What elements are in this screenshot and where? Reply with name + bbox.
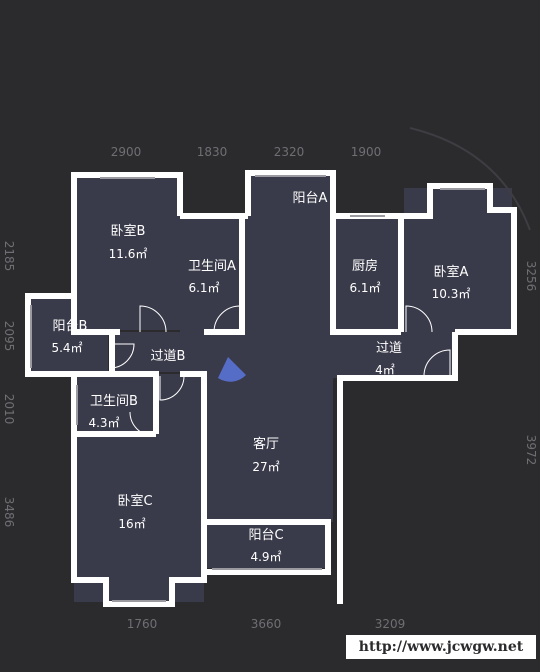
label-balcony-c: 阳台C [248, 528, 283, 543]
area-balcony-c: 4.9㎡ [250, 550, 281, 564]
floor-corridor [333, 332, 453, 378]
label-bath-b: 卫生间B [90, 394, 138, 409]
dim-top-3: 2320 [274, 145, 305, 159]
doors [109, 262, 451, 437]
door-corridor [423, 349, 451, 377]
area-bath-a: 6.1㎡ [188, 281, 219, 295]
dimensions-right: 3256 3972 [524, 261, 538, 466]
wall-kitchen-left [330, 216, 401, 335]
wall-bath-a [180, 213, 245, 335]
dim-bottom-3: 3209 [375, 617, 406, 631]
dim-bottom-2: 3660 [251, 617, 282, 631]
label-bedroom-b: 卧室B [111, 223, 146, 239]
dim-top-2: 1830 [197, 145, 228, 159]
floor-bedroom-c [74, 434, 204, 602]
label-bedroom-a: 卧室A [434, 264, 469, 280]
dim-top-4: 1900 [351, 145, 382, 159]
label-bath-a: 卫生间A [188, 259, 236, 274]
dim-right-1: 3256 [524, 261, 538, 292]
area-bedroom-c: 16㎡ [118, 517, 145, 531]
door-balcony-b [109, 343, 135, 369]
wall-balcony-a [245, 170, 336, 216]
floor-balcony-a [248, 176, 333, 216]
label-corridor: 过道 [376, 341, 402, 356]
dim-top-1: 2900 [111, 145, 142, 159]
door-bedroom-b [139, 305, 167, 333]
label-bedroom-c: 卧室C [117, 493, 152, 509]
door-bedroom-a [405, 305, 433, 333]
floor-bath-b [74, 374, 156, 434]
wall-living-left [180, 371, 207, 522]
wall-balcony-b [25, 293, 74, 377]
door-bath-b [129, 411, 155, 437]
dim-left-1: 2185 [2, 241, 16, 272]
floor-kitchen [333, 216, 401, 332]
area-living: 27㎡ [252, 460, 279, 474]
windows [30, 175, 485, 602]
label-balcony-a: 阳台A [293, 191, 328, 206]
floor-bedroom-c-ext [156, 374, 204, 434]
area-bedroom-b: 11.6㎡ [109, 247, 148, 261]
area-bedroom-a: 10.3㎡ [432, 287, 471, 301]
dim-left-4: 3486 [2, 497, 16, 528]
wall-bedroom-a [398, 183, 517, 335]
label-living: 客厅 [253, 436, 279, 452]
dim-right-2: 3972 [524, 435, 538, 466]
floor-corridor-b [112, 332, 208, 372]
watermark-url: http://www.jcwgw.net [346, 635, 536, 659]
label-balcony-b: 阳台B [53, 319, 88, 334]
room-labels: 卧室B 11.6㎡ 卫生间A 6.1㎡ 阳台A 厨房 6.1㎡ 卧室A 10.3… [51, 191, 470, 564]
wall-bedroom-b-outer [71, 172, 183, 335]
door-bedroom-c [159, 375, 185, 401]
dimensions-bottom: 1760 3660 3209 [127, 617, 406, 631]
label-corridor-b: 过道B [151, 349, 186, 364]
dim-left-2: 2095 [2, 321, 16, 352]
walls [25, 170, 517, 607]
wall-corridor-right [337, 332, 458, 604]
wall-corridor-b-bottom [74, 332, 159, 434]
room-floors [30, 176, 512, 602]
viewpoint-icon [218, 357, 246, 382]
background-arc [409, 127, 531, 231]
area-bath-b: 4.3㎡ [88, 416, 119, 430]
area-balcony-b: 5.4㎡ [51, 341, 82, 355]
area-corridor: 4㎡ [375, 363, 395, 377]
area-kitchen: 6.1㎡ [349, 281, 380, 295]
wall-bedroom-c [71, 434, 207, 607]
dimensions-left: 2185 2095 2010 3486 [2, 241, 16, 528]
wall-balcony-c [204, 519, 331, 575]
dimensions-top: 2900 1830 2320 1900 [111, 145, 382, 159]
dim-left-3: 2010 [2, 394, 16, 425]
dim-bottom-1: 1760 [127, 617, 158, 631]
label-kitchen: 厨房 [352, 258, 378, 274]
floor-balcony-c [204, 522, 328, 568]
door-bath-a [213, 305, 241, 333]
